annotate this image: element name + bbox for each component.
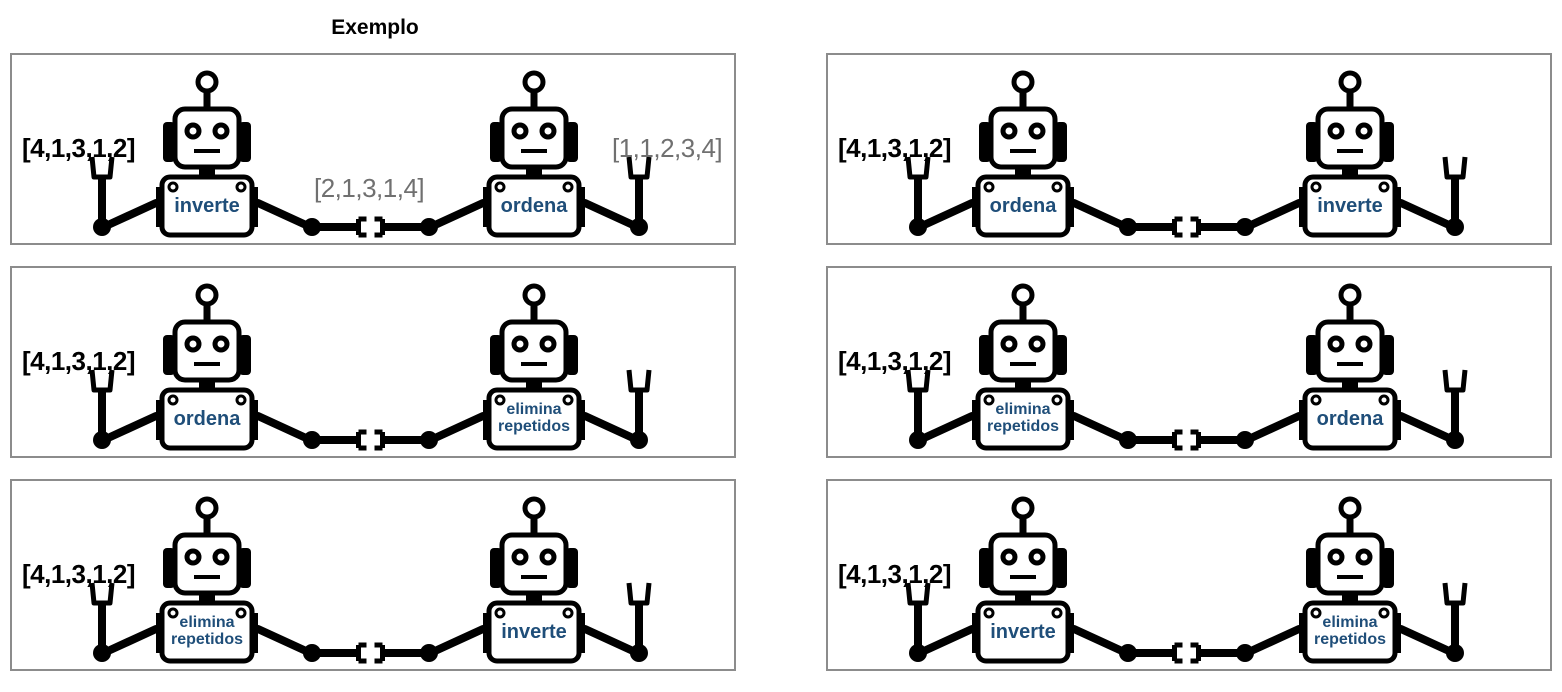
gripper-icon xyxy=(905,369,931,434)
plug-connector-icon xyxy=(1128,642,1245,664)
gripper-icon xyxy=(89,582,115,647)
exercise-panel: [4,1,3,1,2] ordena inverte xyxy=(826,53,1552,245)
exercise-panel: [4,1,3,1,2] elimina repetidos inverte xyxy=(10,479,736,671)
robot-pair-drawing xyxy=(89,70,652,238)
input-list: [4,1,3,1,2] xyxy=(22,133,136,163)
robot-1-operation: ordena xyxy=(989,195,1057,217)
robot-1-operation: ordena xyxy=(173,408,241,430)
robot-icon xyxy=(909,496,1137,664)
robot-icon xyxy=(1236,283,1464,451)
input-list: [4,1,3,1,2] xyxy=(838,559,952,589)
robot-1-operation: elimina repetidos xyxy=(170,614,243,648)
plug-connector-icon xyxy=(312,216,429,238)
gripper-icon xyxy=(626,156,652,221)
plug-connector-icon xyxy=(312,642,429,664)
robot-2-operation: inverte xyxy=(501,621,567,643)
robot-pair-drawing xyxy=(905,70,1468,238)
robot-icon xyxy=(420,283,648,451)
input-list: [4,1,3,1,2] xyxy=(838,133,952,163)
example-panel: [4,1,3,1,2] [2,1,3,1,4] [1,1,2,3,4] inve… xyxy=(10,53,736,245)
robot-1-operation: elimina repetidos xyxy=(986,401,1059,435)
robot-2-operation: elimina repetidos xyxy=(1313,614,1386,648)
gripper-icon xyxy=(626,369,652,434)
robot-1-operation: inverte xyxy=(990,621,1056,643)
robot-2-operation: elimina repetidos xyxy=(497,401,570,435)
gripper-icon xyxy=(626,582,652,647)
example-title: Exemplo xyxy=(331,16,419,39)
plug-connector-icon xyxy=(1128,216,1245,238)
robot-2-operation: ordena xyxy=(1316,408,1384,430)
exercise-panel: [4,1,3,1,2] inverte elimina repetidos xyxy=(826,479,1552,671)
robot-icon xyxy=(909,283,1137,451)
gripper-icon xyxy=(89,369,115,434)
robot-icon xyxy=(93,70,321,238)
input-list: [4,1,3,1,2] xyxy=(838,346,952,376)
gripper-icon xyxy=(1442,369,1468,434)
input-list: [4,1,3,1,2] xyxy=(22,559,136,589)
robot-icon xyxy=(93,283,321,451)
gripper-icon xyxy=(89,156,115,221)
gripper-icon xyxy=(1442,582,1468,647)
gripper-icon xyxy=(905,156,931,221)
intermediate-list: [2,1,3,1,4] xyxy=(314,173,425,203)
output-list: [1,1,2,3,4] xyxy=(612,133,723,163)
robot-icon xyxy=(1236,496,1464,664)
robot-icon xyxy=(93,496,321,664)
exercise-panel: [4,1,3,1,2] elimina repetidos ordena xyxy=(826,266,1552,458)
gripper-icon xyxy=(905,582,931,647)
plug-connector-icon xyxy=(312,429,429,451)
robot-icon xyxy=(420,496,648,664)
robot-2-operation: ordena xyxy=(500,195,568,217)
robot-pair-drawing xyxy=(905,496,1468,664)
plug-connector-icon xyxy=(1128,429,1245,451)
robot-1-operation: inverte xyxy=(174,195,240,217)
robot-pair-drawing xyxy=(89,283,652,451)
robot-pair-drawing xyxy=(905,283,1468,451)
robot-icon xyxy=(1236,70,1464,238)
robot-pair-drawing xyxy=(89,496,652,664)
exercise-panel: [4,1,3,1,2] ordena elimina repetidos xyxy=(10,266,736,458)
input-list: [4,1,3,1,2] xyxy=(22,346,136,376)
gripper-icon xyxy=(1442,156,1468,221)
robot-2-operation: inverte xyxy=(1317,195,1383,217)
